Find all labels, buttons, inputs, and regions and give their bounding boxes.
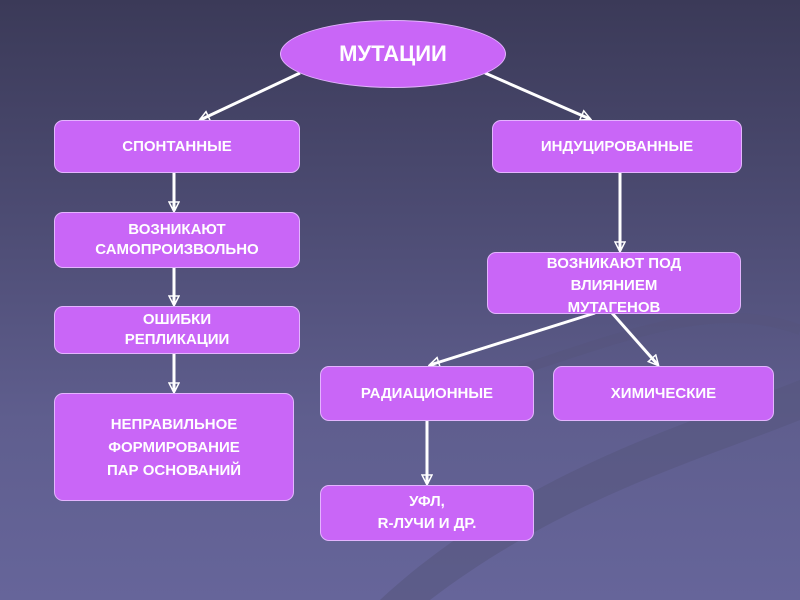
node-induced: ИНДУЦИРОВАННЫЕ xyxy=(492,120,742,173)
node-radiation: РАДИАЦИОННЫЕ xyxy=(320,366,534,421)
node-mutations: МУТАЦИИ xyxy=(280,20,506,88)
arrow-root-spontaneous xyxy=(200,71,301,120)
node-arise-mutagens: ВОЗНИКАЮТ ПОД ВЛИЯНИЕМ МУТАГЕНОВ xyxy=(487,252,741,316)
node-chemical: ХИМИЧЕСКИЕ xyxy=(553,366,774,421)
node-spontaneous: СПОНТАННЫЕ xyxy=(54,120,300,173)
arrow-mutagens-chemical xyxy=(610,312,658,365)
arrow-mutagens-radiation xyxy=(430,311,596,365)
arrow-root-induced xyxy=(484,71,590,119)
node-arise-spontaneously: ВОЗНИКАЮТ САМОПРОИЗВОЛЬНО xyxy=(54,212,300,268)
node-uv-rays: УФЛ, R-ЛУЧИ И ДР. xyxy=(320,485,534,541)
node-replication-errors: ОШИБКИ РЕПЛИКАЦИИ xyxy=(54,306,300,354)
node-wrong-pairing: НЕПРАВИЛЬНОЕ ФОРМИРОВАНИЕ ПАР ОСНОВАНИЙ xyxy=(54,393,294,501)
